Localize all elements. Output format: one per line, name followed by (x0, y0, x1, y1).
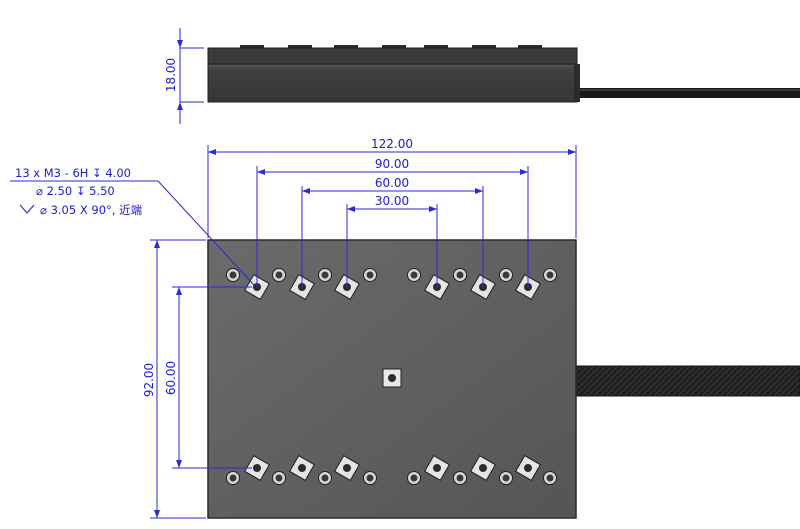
dimension-width-overall: 122.00 (207, 137, 577, 238)
mounting-hole-bore (275, 271, 283, 279)
hole-pattern (226, 268, 557, 485)
mounting-hole-bore (229, 271, 237, 279)
dim-height-label: 18.00 (164, 58, 178, 92)
mounting-hole-bore (546, 271, 554, 279)
mounting-hole-bore (321, 271, 329, 279)
dimension-span-middle: 60.00 (301, 176, 484, 288)
dim-span-inner-label: 30.00 (375, 194, 409, 208)
threaded-hole-bore (253, 464, 261, 472)
mounting-hole-bore (410, 271, 418, 279)
mounting-hole-bore (321, 474, 329, 482)
side-top-plate (207, 47, 578, 65)
threaded-hole-bore (343, 464, 351, 472)
dim-span-outer-label: 90.00 (375, 157, 409, 171)
mounting-hole-bore (502, 271, 510, 279)
dim-depth-label: 92.00 (142, 363, 156, 397)
countersink-icon (19, 204, 35, 214)
side-view (207, 45, 800, 103)
dimension-depth-overall: 92.00 (142, 239, 206, 519)
mounting-hole-bore (410, 474, 418, 482)
hole-callout: 13 x M3 - 6H ↧ 4.00 ⌀ 2.50 ↧ 5.50 ⌀ 3.05… (10, 166, 255, 286)
dim-row-spacing-label: 60.00 (164, 361, 178, 395)
dimension-span-outer: 90.00 (256, 157, 529, 288)
mounting-hole-bore (229, 474, 237, 482)
mounting-hole-bore (275, 474, 283, 482)
dimension-height: 18.00 (164, 28, 204, 124)
center-marker (382, 368, 402, 388)
side-cable (576, 88, 800, 98)
threaded-hole-bore (433, 464, 441, 472)
mounting-hole-bore (366, 271, 374, 279)
callout-line-1: 13 x M3 - 6H ↧ 4.00 (15, 166, 131, 180)
side-body (207, 63, 578, 103)
dimension-row-spacing: 60.00 (164, 286, 252, 469)
mounting-hole-bore (502, 474, 510, 482)
threaded-hole-bore (524, 464, 532, 472)
mounting-hole-bore (366, 474, 374, 482)
threaded-hole-bore (298, 464, 306, 472)
dim-span-middle-label: 60.00 (375, 176, 409, 190)
mounting-hole-bore (546, 474, 554, 482)
mounting-hole-bore (456, 271, 464, 279)
dim-width-label: 122.00 (371, 137, 413, 151)
callout-line-3: ⌀ 3.05 X 90°, 近端 (40, 203, 142, 217)
dimension-span-inner: 30.00 (346, 194, 438, 288)
top-cable (576, 366, 800, 396)
threaded-hole-bore (479, 464, 487, 472)
mounting-hole-bore (456, 474, 464, 482)
callout-line-2: ⌀ 2.50 ↧ 5.50 (36, 184, 115, 198)
